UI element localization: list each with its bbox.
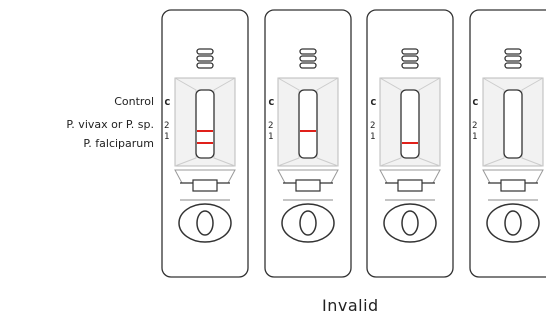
cassette-2 — [264, 9, 352, 278]
housing-edge — [379, 169, 441, 184]
mark-1: 1 — [268, 132, 274, 142]
mark-2: 2 — [472, 121, 478, 131]
grip-ridge — [196, 55, 214, 62]
label-slot — [397, 179, 423, 192]
grip-ridge — [401, 48, 419, 55]
result-window — [298, 89, 318, 159]
grip-ridge — [401, 55, 419, 62]
label-slot — [500, 179, 526, 192]
mark-2: 2 — [370, 121, 376, 131]
cassette-4 — [469, 9, 546, 278]
housing-edge — [174, 169, 236, 184]
grip-ridge — [299, 62, 317, 69]
grip-ridge — [299, 55, 317, 62]
grip-ridge — [196, 62, 214, 69]
result-window — [195, 89, 215, 159]
housing-edge — [277, 169, 339, 184]
mark-2: 2 — [164, 121, 170, 131]
legend-p-falciparum: P. falciparum — [83, 137, 154, 150]
sample-well-inner — [299, 210, 317, 236]
grip-ridge — [504, 48, 522, 55]
label-slot — [295, 179, 321, 192]
mark-2: 2 — [268, 121, 274, 131]
label-slot — [192, 179, 218, 192]
mark-c: c — [370, 95, 377, 108]
result-window — [503, 89, 523, 159]
legend-control: Control — [114, 95, 154, 108]
housing-edge — [482, 169, 544, 184]
mark-c: c — [472, 95, 479, 108]
sample-well-inner — [504, 210, 522, 236]
cassette-1 — [161, 9, 249, 278]
cassette-3 — [366, 9, 454, 278]
sample-well-inner — [401, 210, 419, 236]
grip-ridge — [504, 55, 522, 62]
grip-ridge — [196, 48, 214, 55]
mark-1: 1 — [164, 132, 170, 142]
sample-well-inner — [196, 210, 214, 236]
grip-ridge — [401, 62, 419, 69]
grip-ridge — [504, 62, 522, 69]
mark-1: 1 — [370, 132, 376, 142]
mark-1: 1 — [472, 132, 478, 142]
invalid-caption: Invalid — [322, 296, 379, 315]
grip-ridge — [299, 48, 317, 55]
legend-p-vivax: P. vivax or P. sp. — [66, 118, 154, 131]
result-window — [400, 89, 420, 159]
mark-c: c — [268, 95, 275, 108]
mark-c: c — [164, 95, 171, 108]
